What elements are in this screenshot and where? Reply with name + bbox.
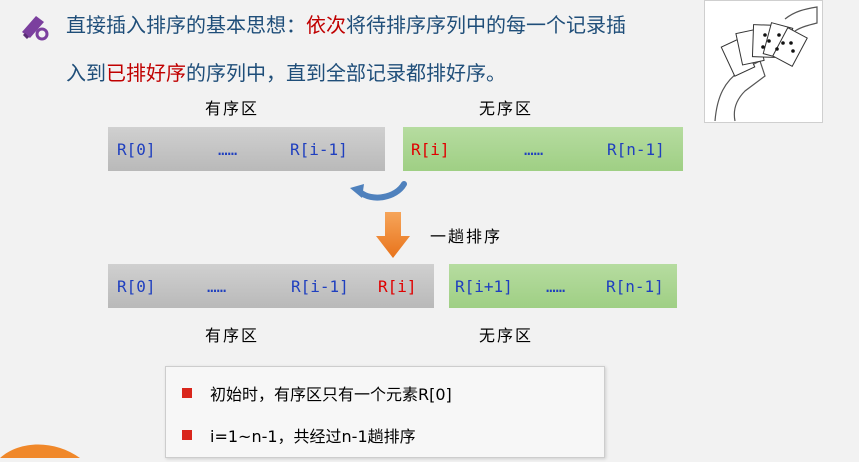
note-item: i=1~n-1，共经过n-1趟排序 bbox=[182, 423, 416, 447]
sorted-region-label: 有序区 bbox=[205, 326, 260, 345]
unsorted-region-label: 无序区 bbox=[479, 326, 534, 345]
headline-text: 入到 bbox=[66, 61, 106, 85]
ellipsis: …… bbox=[524, 139, 544, 159]
sorted-region-label: 有序区 bbox=[205, 99, 260, 118]
record-cell: R[i+1] bbox=[455, 276, 513, 296]
record-cell: R[0] bbox=[117, 276, 156, 296]
record-cell: R[n-1] bbox=[607, 139, 665, 159]
record-cell: R[i-1] bbox=[290, 139, 348, 159]
unsorted-region-bar: R[i] …… R[n-1] bbox=[403, 127, 683, 171]
record-cell: R[n-1] bbox=[606, 276, 664, 296]
scroll-icon bbox=[18, 10, 50, 42]
curved-arrow-icon bbox=[348, 180, 408, 204]
headline-line-1: 直接插入排序的基本思想：依次将待排序序列中的每一个记录插 bbox=[66, 15, 706, 35]
unsorted-region-label: 无序区 bbox=[479, 99, 534, 118]
one-pass-sort-label: 一趟排序 bbox=[430, 227, 503, 246]
playing-cards-hand-illustration bbox=[704, 0, 823, 123]
note-item: 初始时，有序区只有一个元素R[0] bbox=[182, 381, 452, 405]
decorative-corner-shape bbox=[0, 440, 80, 458]
headline-highlight: 已排好序 bbox=[106, 61, 186, 85]
ellipsis: …… bbox=[207, 276, 227, 296]
bullet-square-icon bbox=[182, 388, 192, 398]
sorted-region-bar: R[0] …… R[i-1] bbox=[108, 127, 385, 171]
headline-line-2: 入到已排好序的序列中，直到全部记录都排好序。 bbox=[66, 63, 706, 83]
sorted-region-bar: R[0] …… R[i-1] R[i] bbox=[108, 264, 434, 308]
headline-text: 的序列中，直到全部记录都排好序。 bbox=[186, 61, 506, 85]
note-text: 初始时，有序区只有一个元素R[0] bbox=[210, 385, 452, 404]
current-record-cell: R[i] bbox=[411, 139, 450, 159]
record-cell: R[0] bbox=[117, 139, 156, 159]
headline-text: 直接插入排序的基本思想： bbox=[66, 13, 306, 37]
bullet-square-icon bbox=[182, 430, 192, 440]
headline-text: 将待排序序列中的每一个记录插 bbox=[346, 13, 626, 37]
ellipsis: …… bbox=[546, 276, 566, 296]
inserted-record-cell: R[i] bbox=[378, 276, 417, 296]
down-arrow-icon bbox=[376, 212, 410, 258]
note-text: i=1~n-1，共经过n-1趟排序 bbox=[210, 427, 416, 446]
record-cell: R[i-1] bbox=[291, 276, 349, 296]
ellipsis: …… bbox=[218, 139, 238, 159]
headline-highlight: 依次 bbox=[306, 13, 346, 37]
unsorted-region-bar: R[i+1] …… R[n-1] bbox=[449, 264, 677, 308]
notes-box: 初始时，有序区只有一个元素R[0] i=1~n-1，共经过n-1趟排序 bbox=[165, 366, 605, 458]
